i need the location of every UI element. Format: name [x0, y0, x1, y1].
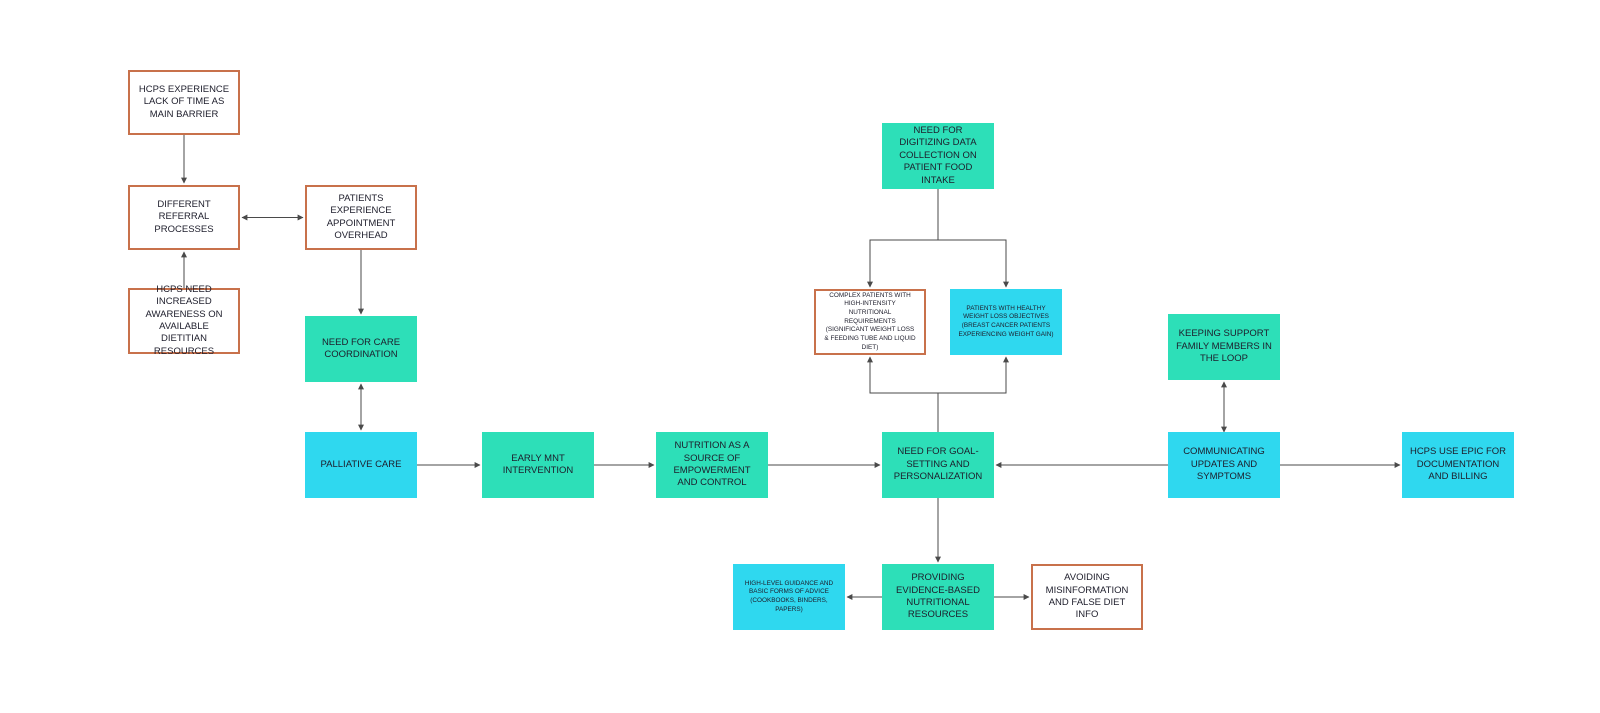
edge-goal-to-complex [867, 356, 938, 394]
node-early-mnt: EARLY MNT INTERVENTION [482, 432, 594, 498]
node-evidence-based: PROVIDING EVIDENCE-BASED NUTRITIONAL RES… [882, 564, 994, 630]
node-hcp-awareness: HCPs NEED INCREASED AWARENESS ON AVAILAB… [128, 284, 240, 357]
edge-digitizing-to-healthy [938, 239, 1009, 288]
node-communicating-updates: COMMUNICATING UPDATES AND SYMPTOMS [1168, 432, 1280, 498]
node-complex-patients: COMPLEX PATIENTS WITH HIGH-INTENSITY NUT… [814, 289, 926, 355]
node-digitizing-data: NEED FOR DIGITIZING DATA COLLECTION ON P… [882, 123, 994, 189]
edge-digitizing-to-complex [867, 239, 938, 288]
edge-goal-to-healthy [938, 356, 1009, 394]
node-appointment-overhead: PATIENTS EXPERIENCE APPOINTMENT OVERHEAD [305, 185, 417, 250]
node-palliative-care: PALLIATIVE CARE [305, 432, 417, 498]
node-avoiding-misinformation: AVOIDING MISINFORMATION AND FALSE DIET I… [1031, 564, 1143, 630]
node-hcp-time-barrier: HCPs EXPERIENCE LACK OF TIME AS MAIN BAR… [128, 70, 240, 135]
node-care-coordination: NEED FOR CARE COORDINATION [305, 316, 417, 382]
node-high-level-guidance: HIGH-LEVEL GUIDANCE AND BASIC FORMS OF A… [733, 564, 845, 630]
node-family-support: KEEPING SUPPORT FAMILY MEMBERS IN THE LO… [1168, 314, 1280, 380]
node-nutrition-empowerment: NUTRITION AS A SOURCE OF EMPOWERMENT AND… [656, 432, 768, 498]
node-goal-setting: NEED FOR GOAL-SETTING AND PERSONALIZATIO… [882, 432, 994, 498]
node-healthy-weight-loss: PATIENTS WITH HEALTHY WEIGHT LOSS OBJECT… [950, 289, 1062, 355]
node-epic-documentation: HCPs USE EPIC FOR DOCUMENTATION AND BILL… [1402, 432, 1514, 498]
node-referral-processes: DIFFERENT REFERRAL PROCESSES [128, 185, 240, 250]
